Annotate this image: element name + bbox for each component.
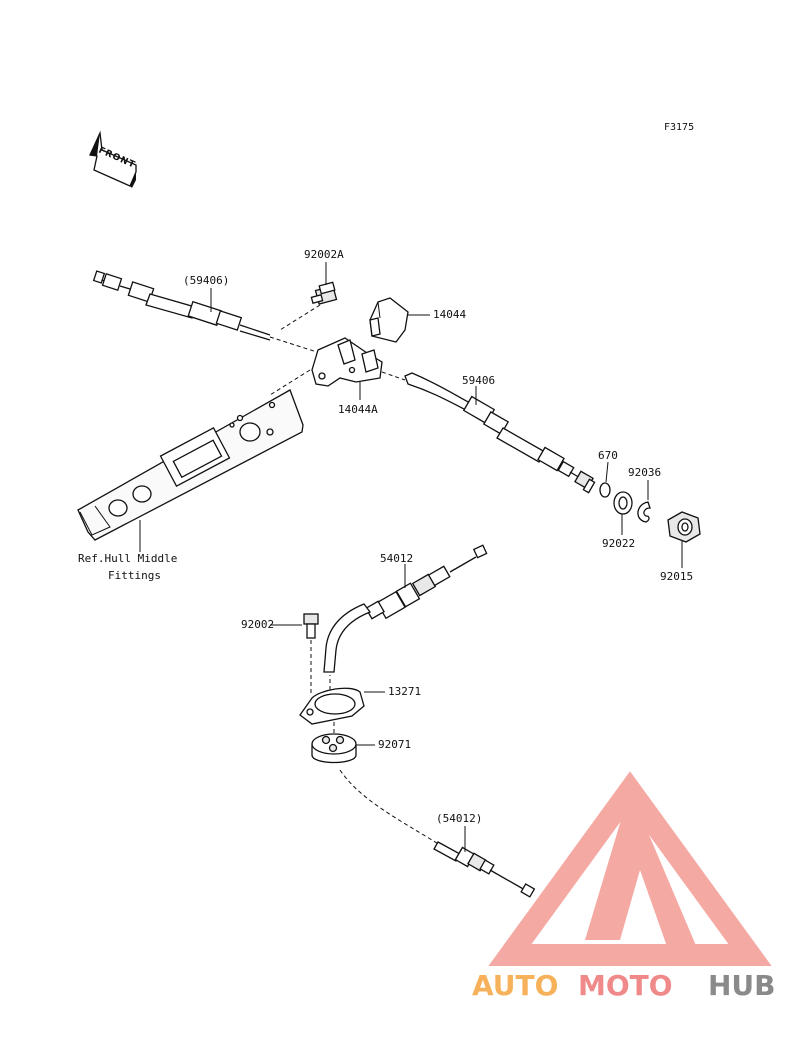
label-13271: 13271 [388, 685, 421, 698]
automotohub-logo-icon [488, 771, 772, 966]
label-670: 670 [598, 449, 618, 462]
label-54012-ref: (54012) [436, 812, 482, 825]
cable-54012-lower [433, 841, 536, 898]
plate-13271 [299, 687, 365, 725]
label-92071: 92071 [378, 738, 411, 751]
label-54012: 54012 [380, 552, 413, 565]
label-14044A: 14044A [338, 403, 378, 416]
label-92015: 92015 [660, 570, 693, 583]
bracket-14044 [369, 297, 409, 343]
label-14044: 14044 [433, 308, 466, 321]
label-92002A: 92002A [304, 248, 344, 261]
watermark-part2: MOTO [578, 969, 673, 1002]
label-ref-hull-line2: Fittings [108, 569, 161, 582]
oring-670 [599, 482, 611, 498]
cable-59406-right [404, 372, 596, 494]
label-59406-ref: (59406) [183, 274, 229, 287]
bolt-92002 [303, 613, 319, 639]
washer-92022 [613, 491, 633, 515]
bolt-92002A [310, 281, 338, 305]
label-92036: 92036 [628, 466, 661, 479]
watermark-part1: AUTO [472, 969, 558, 1002]
bracket-14044A [311, 337, 383, 387]
label-92002: 92002 [241, 618, 274, 631]
front-arrow-icon: FRONT [89, 130, 137, 188]
cable-54012 [323, 544, 488, 673]
watermark-part3: HUB [708, 969, 776, 1002]
nut-92015 [667, 511, 701, 543]
figure-code: F3175 [664, 122, 694, 133]
watermark-brand: AUTO MOTO HUB [472, 969, 776, 1002]
label-ref-hull-line1: Ref.Hull Middle [78, 552, 177, 565]
label-92022: 92022 [602, 537, 635, 550]
cable-59406-left [92, 270, 271, 341]
grommet-92071 [311, 733, 357, 764]
hull-middle-fittings [77, 389, 304, 541]
label-59406: 59406 [462, 374, 495, 387]
washer-92036 [637, 501, 651, 523]
